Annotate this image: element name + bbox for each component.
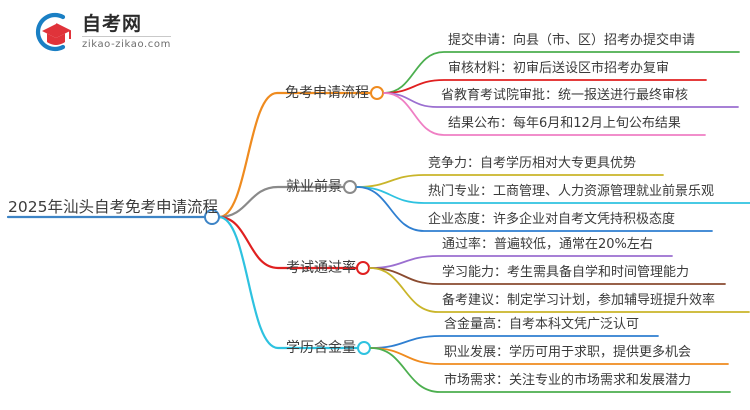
branch-edge — [217, 215, 359, 350]
leaf-label[interactable]: 热门专业：工商管理、人力资源管理就业前景乐观 — [428, 184, 715, 199]
branch-node-3[interactable] — [356, 261, 370, 275]
branch-label[interactable]: 免考申请流程 — [285, 85, 369, 101]
leaf-label[interactable]: 含金量高：自考本科文凭广泛认可 — [444, 317, 640, 332]
site-logo: 自考网 zikao-zikao.com — [30, 8, 171, 56]
branch-node-2[interactable] — [343, 180, 357, 194]
branch-edge — [217, 91, 372, 219]
branch-node-4[interactable] — [357, 341, 371, 355]
leaf-label[interactable]: 备考建议：制定学习计划，参加辅导班提升效率 — [442, 293, 716, 308]
leaf-label[interactable]: 提交申请：向县（市、区）招考办提交申请 — [448, 33, 696, 48]
leaf-label[interactable]: 市场需求：关注专业的市场需求和发展潜力 — [444, 373, 692, 388]
leaf-label[interactable]: 省教育考试院审批：统一报送进行最终审核 — [441, 88, 689, 103]
leaf-label[interactable]: 结果公布：每年6月和12月上旬公布结果 — [448, 116, 681, 131]
leaf-label[interactable]: 通过率：普遍较低，通常在20%左右 — [442, 237, 653, 252]
logo-title: 自考网 — [82, 14, 171, 37]
leaf-label[interactable]: 学习能力：考生需具备自学和时间管理能力 — [442, 265, 690, 280]
branch-node-1[interactable] — [370, 86, 384, 100]
logo-text-block: 自考网 zikao-zikao.com — [82, 14, 171, 50]
logo-domain: zikao-zikao.com — [82, 39, 171, 50]
leaf-label[interactable]: 企业态度：许多企业对自考文凭持积极态度 — [428, 212, 676, 227]
zikao-logo-icon — [30, 9, 76, 55]
root-node-label[interactable]: 2025年汕头自考免考申请流程 — [8, 198, 218, 216]
leaf-label[interactable]: 审核材料：初审后送设区市招考办复审 — [448, 61, 670, 76]
branch-label[interactable]: 考试通过率 — [286, 260, 356, 276]
leaf-label[interactable]: 竞争力：自考学历相对大专更具优势 — [428, 156, 637, 171]
branch-label[interactable]: 就业前景 — [286, 179, 342, 195]
leaf-label[interactable]: 职业发展：学历可用于求职，提供更多机会 — [444, 345, 692, 360]
branch-label[interactable]: 学历含金量 — [286, 340, 356, 356]
logo-glyph-icon — [35, 12, 71, 52]
